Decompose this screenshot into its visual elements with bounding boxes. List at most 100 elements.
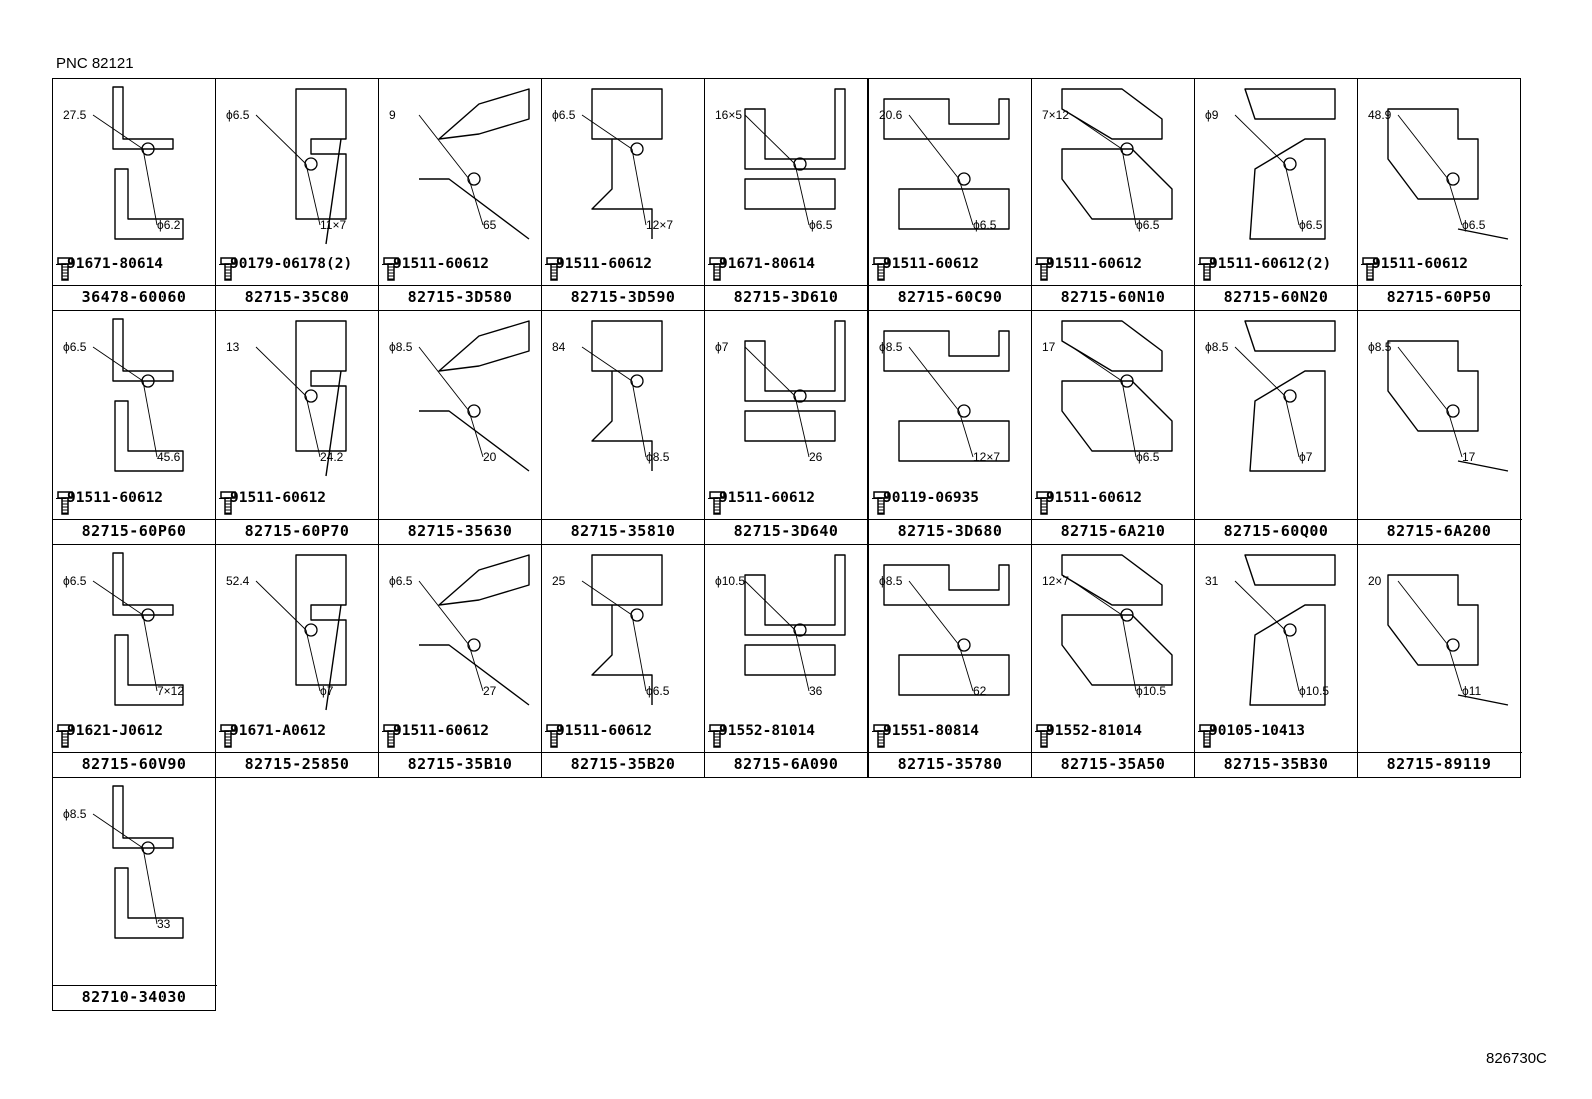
dimension-label: 16×5	[715, 108, 742, 122]
leader-line	[142, 148, 158, 226]
bolt-callout: 91511-60612	[545, 256, 652, 281]
bolt-icon	[383, 724, 399, 748]
part-number-label: 82715-25850	[244, 755, 350, 773]
part-number-label: 82715-60P50	[1386, 288, 1492, 306]
leader-line	[418, 346, 470, 412]
bracket-illustration: ϕ8.562	[879, 564, 1010, 698]
bolt-part-number: 90105-10413	[1209, 723, 1306, 739]
bolt-icon	[220, 491, 236, 515]
part-number-label: 82715-3D590	[570, 288, 676, 306]
bracket-outline	[295, 554, 347, 711]
leader-line	[1397, 114, 1449, 180]
leader-line	[958, 178, 974, 226]
leader-line	[305, 163, 321, 226]
part-number-label: 82715-35B20	[570, 755, 676, 773]
bolt-icon	[873, 257, 889, 281]
bracket-outline	[295, 320, 347, 477]
bracket-illustration: ϕ8.5ϕ7	[1205, 320, 1336, 472]
bolt-callout: 91511-60612	[1035, 256, 1143, 281]
leader-line	[92, 114, 144, 150]
bolt-icon	[1036, 491, 1052, 515]
dimension-label: 65	[483, 218, 497, 232]
bolt-part-number: 91552-81014	[719, 723, 816, 739]
dimension-label: 36	[809, 684, 823, 698]
leader-line	[418, 114, 470, 180]
bolt-part-number: 91511-60612	[1046, 256, 1143, 272]
leader-line	[1234, 346, 1286, 397]
mount-hole	[1283, 623, 1297, 637]
bolt-part-number: 91551-80814	[883, 723, 980, 739]
bracket-outline	[591, 320, 663, 471]
dimension-label: 31	[1205, 574, 1219, 588]
bolt-icon	[1036, 257, 1052, 281]
bolt-icon	[383, 257, 399, 281]
leader-line	[631, 380, 647, 458]
leader-line	[1284, 629, 1300, 692]
leader-line	[1234, 114, 1286, 165]
bolt-part-number: 91511-60612	[719, 490, 816, 506]
bolt-callout: 91511-60612	[872, 256, 979, 281]
part-number-label: 82715-35B30	[1223, 755, 1329, 773]
bracket-outline	[112, 785, 184, 939]
dimension-label: ϕ11	[1462, 684, 1482, 698]
leader-line	[468, 644, 484, 692]
bolt-callout: 91511-60612	[382, 256, 490, 281]
dimension-label: ϕ8.5	[879, 574, 903, 588]
mount-hole	[630, 142, 644, 156]
bolt-icon	[57, 257, 73, 281]
bolt-part-number: 91511-60612	[393, 256, 490, 272]
leader-line	[1447, 178, 1463, 226]
dimension-label: ϕ6.5	[646, 684, 670, 698]
dimension-label: 7×12	[157, 684, 184, 698]
leader-line	[1234, 580, 1286, 631]
dimension-label: ϕ7	[715, 340, 729, 354]
leader-line	[1071, 580, 1123, 616]
bolt-callout: 91552-81014	[1035, 723, 1143, 748]
bracket-illustration: ϕ8.520	[389, 320, 530, 472]
bolt-icon	[709, 257, 725, 281]
bracket-outline	[883, 564, 1010, 696]
dimension-label: ϕ6.5	[552, 108, 576, 122]
bolt-part-number: 91511-60612	[1046, 490, 1143, 506]
dimension-label: 12×7	[973, 450, 1000, 464]
bracket-outline	[419, 320, 530, 472]
leader-line	[142, 380, 158, 458]
bolt-callout: 91671-80614	[56, 256, 164, 281]
leader-line	[744, 580, 796, 631]
dimension-label: 9	[389, 108, 396, 122]
part-number-label: 82715-60C90	[897, 288, 1003, 306]
bracket-outline	[883, 98, 1010, 230]
bolt-icon	[57, 724, 73, 748]
bolt-part-number: 91552-81014	[1046, 723, 1143, 739]
bolt-callout: 90179-06178(2)	[219, 256, 352, 281]
leader-line	[1071, 346, 1123, 382]
part-number-label: 82715-6A200	[1386, 522, 1492, 540]
bolt-part-number: 91671-80614	[67, 256, 164, 272]
part-number-label: 82715-6A210	[1060, 522, 1166, 540]
bracket-outline	[744, 554, 846, 676]
leader-line	[958, 644, 974, 692]
bracket-outline	[112, 318, 184, 472]
leader-line	[92, 580, 144, 616]
part-number-label: 82715-89119	[1386, 755, 1492, 773]
leader-line	[1071, 114, 1123, 150]
